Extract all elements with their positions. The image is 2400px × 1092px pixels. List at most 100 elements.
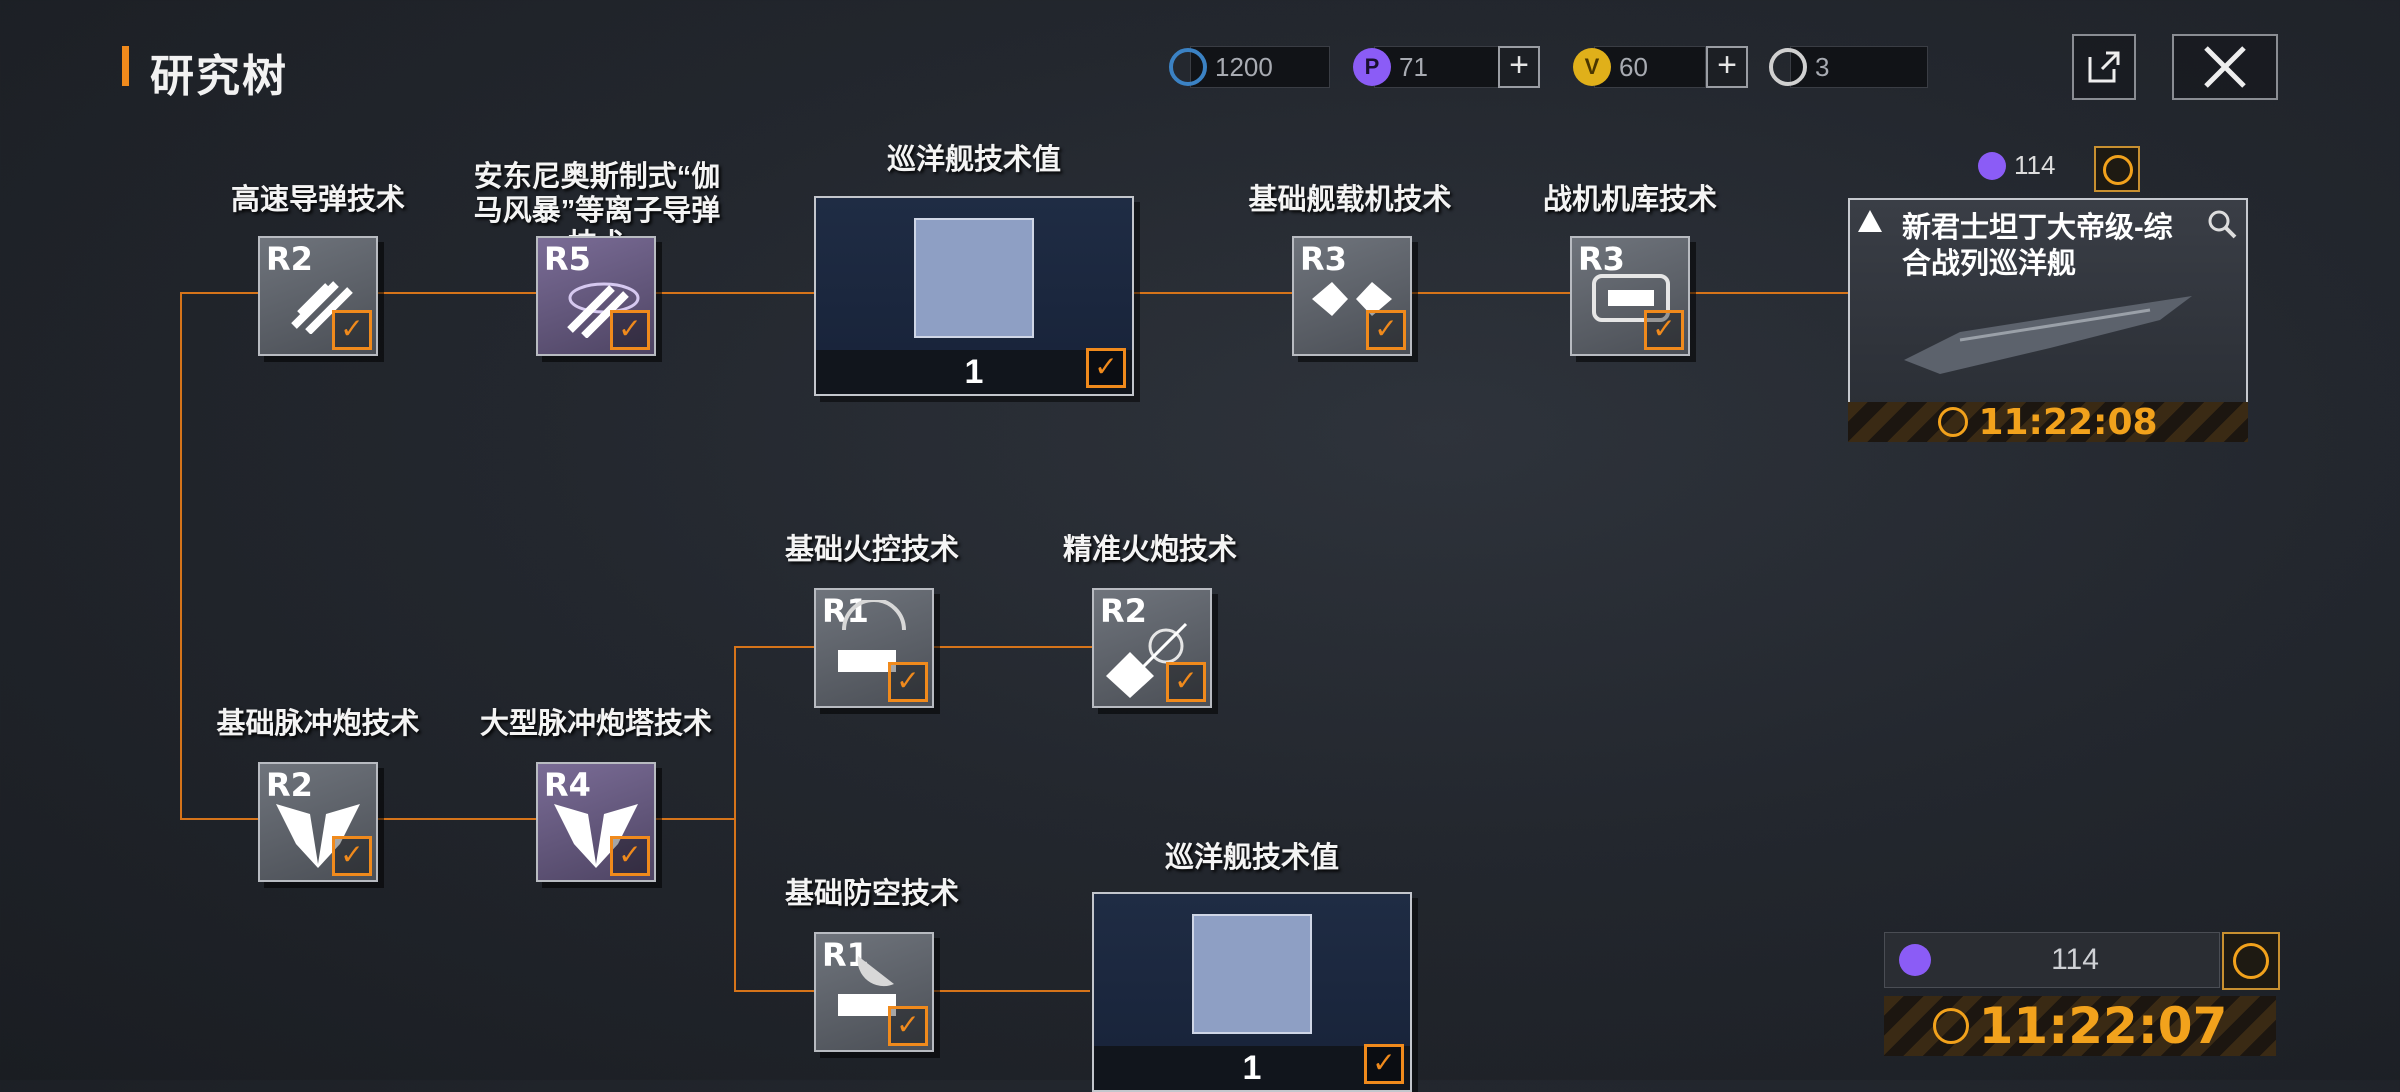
tech-node-pulse-cannon[interactable]: R2 ✓ — [258, 762, 378, 882]
ship-cost-value: 114 — [2014, 150, 2056, 180]
node-label-air-defense: 基础防空技术 — [784, 878, 959, 910]
tech-node-cruiser-value-2[interactable]: 1 ✓ — [1092, 892, 1412, 1092]
tech-node-precision-cannon[interactable]: R2 ✓ — [1092, 588, 1212, 708]
share-button[interactable] — [2072, 34, 2136, 100]
add-gold-button[interactable]: + — [1706, 46, 1748, 88]
node-label-pulse-cannon: 基础脉冲炮技术 — [216, 708, 420, 740]
rank-badge: R3 — [1578, 240, 1625, 278]
connector — [930, 646, 1092, 648]
checked-icon: ✓ — [1644, 310, 1684, 350]
tech-node-ion-missile[interactable]: R5 ✓ — [536, 236, 656, 356]
pulse-turret-icon — [554, 804, 638, 868]
rank-badge: R2 — [266, 240, 313, 278]
gold-coin-icon: V — [1573, 48, 1611, 86]
ship-name: 新君士坦丁大帝级-综合战列巡洋舰 — [1902, 212, 2173, 280]
node-label-carrier: 基础舰载机技术 — [1248, 184, 1452, 216]
node-footer — [816, 350, 1132, 394]
tech-node-hangar[interactable]: R3 ✓ — [1570, 236, 1690, 356]
node-label-cruiser-value: 巡洋舰技术值 — [886, 144, 1061, 176]
speed-up-button-2[interactable] — [2222, 932, 2280, 990]
ship-cost: 114 — [1978, 150, 2055, 181]
node-label-missile: 高速导弹技术 — [230, 184, 405, 216]
connector — [654, 818, 734, 820]
checked-icon: ✓ — [332, 310, 372, 350]
node-label-ion-missile: 安东尼奥斯制式“伽马风暴”等离子导弹技术 — [473, 161, 721, 261]
research-timer-value: 11:22:07 — [1978, 997, 2228, 1055]
cruiser-emblem-icon — [1192, 914, 1312, 1034]
speed-up-button[interactable] — [2094, 146, 2140, 192]
resource-gold-value: 60 — [1619, 51, 1648, 82]
connector — [930, 990, 1090, 992]
resource-refresh-value: 1200 — [1215, 51, 1273, 82]
purple-gem-icon: P — [1353, 48, 1391, 86]
cruiser-emblem-icon — [914, 218, 1034, 338]
resource-purple-value: 71 — [1399, 51, 1428, 82]
node-label-pulse-turret: 大型脉冲炮塔技术 — [479, 708, 712, 740]
share-icon — [2088, 51, 2120, 83]
purple-gem-icon — [1978, 151, 2006, 180]
ship-card[interactable]: 新君士坦丁大帝级-综合战列巡洋舰 — [1848, 198, 2248, 406]
connector — [654, 292, 814, 294]
connector — [376, 292, 538, 294]
connector — [180, 818, 260, 820]
node-label-hangar: 战机机库技术 — [1542, 184, 1717, 216]
fire-control-icon — [838, 600, 906, 672]
title-accent-bar — [122, 46, 129, 86]
node-label-precision-cannon: 精准火炮技术 — [1062, 534, 1237, 566]
cruiser-value: 1 — [1242, 1049, 1262, 1087]
research-cost-value: 114 — [2051, 943, 2099, 976]
checked-icon: ✓ — [1166, 662, 1206, 702]
aircraft-icon — [1312, 282, 1392, 316]
resource-purple: P 71 — [1353, 46, 1500, 88]
checked-icon: ✓ — [888, 1006, 928, 1046]
purple-gem-icon — [1899, 944, 1931, 976]
rank-badge: R4 — [544, 766, 591, 804]
add-purple-button[interactable]: + — [1498, 46, 1540, 88]
clock-icon — [1932, 1008, 1969, 1044]
tech-node-missile[interactable]: R2 ✓ — [258, 236, 378, 356]
checked-icon: ✓ — [1086, 348, 1126, 388]
clock-icon — [1938, 407, 1969, 437]
page-title: 研究树 — [150, 52, 288, 101]
checked-icon: ✓ — [610, 310, 650, 350]
connector — [180, 292, 182, 820]
connector — [734, 990, 814, 992]
checked-icon: ✓ — [1366, 310, 1406, 350]
tech-node-air-defense[interactable]: R1 ✓ — [814, 932, 934, 1052]
checked-icon: ✓ — [1364, 1044, 1404, 1084]
connector — [1686, 292, 1848, 294]
connector — [180, 292, 260, 294]
hangar-icon — [1592, 274, 1670, 322]
research-cost-panel: 114 — [1884, 932, 2220, 988]
checked-icon: ✓ — [332, 836, 372, 876]
connector — [1408, 292, 1570, 294]
connector — [1130, 292, 1292, 294]
ion-missile-icon — [567, 282, 640, 338]
speedup-clock-icon — [2233, 943, 2269, 979]
radar-icon — [838, 956, 896, 1016]
close-button[interactable] — [2172, 34, 2278, 100]
rank-badge: R5 — [544, 240, 591, 278]
refresh-icon — [1169, 48, 1207, 86]
node-label-fire-control: 基础火控技术 — [784, 534, 959, 566]
connector — [734, 646, 736, 992]
tech-node-fire-control[interactable]: R1 ✓ — [814, 588, 934, 708]
search-icon[interactable] — [2206, 208, 2238, 240]
connector — [376, 818, 538, 820]
ship-timer-value: 11:22:08 — [1978, 401, 2158, 443]
tech-node-pulse-turret[interactable]: R4 ✓ — [536, 762, 656, 882]
tech-node-carrier[interactable]: R3 ✓ — [1292, 236, 1412, 356]
battlecruiser-image — [1904, 296, 2192, 374]
checked-icon: ✓ — [610, 836, 650, 876]
cruiser-value: 1 — [964, 353, 984, 391]
rank-badge: R2 — [266, 766, 313, 804]
resource-refresh: 1200 — [1169, 46, 1330, 88]
connector — [734, 646, 814, 648]
pulse-cannon-icon — [276, 804, 360, 868]
rank-badge: R2 — [1100, 592, 1147, 630]
checked-icon: ✓ — [888, 662, 928, 702]
node-label-cruiser-value-2: 巡洋舰技术值 — [1164, 842, 1339, 874]
rank-up-icon — [1858, 210, 1882, 232]
ship-timer: 11:22:08 — [1848, 401, 2248, 443]
tech-node-cruiser-value[interactable]: 1 ✓ — [814, 196, 1134, 396]
